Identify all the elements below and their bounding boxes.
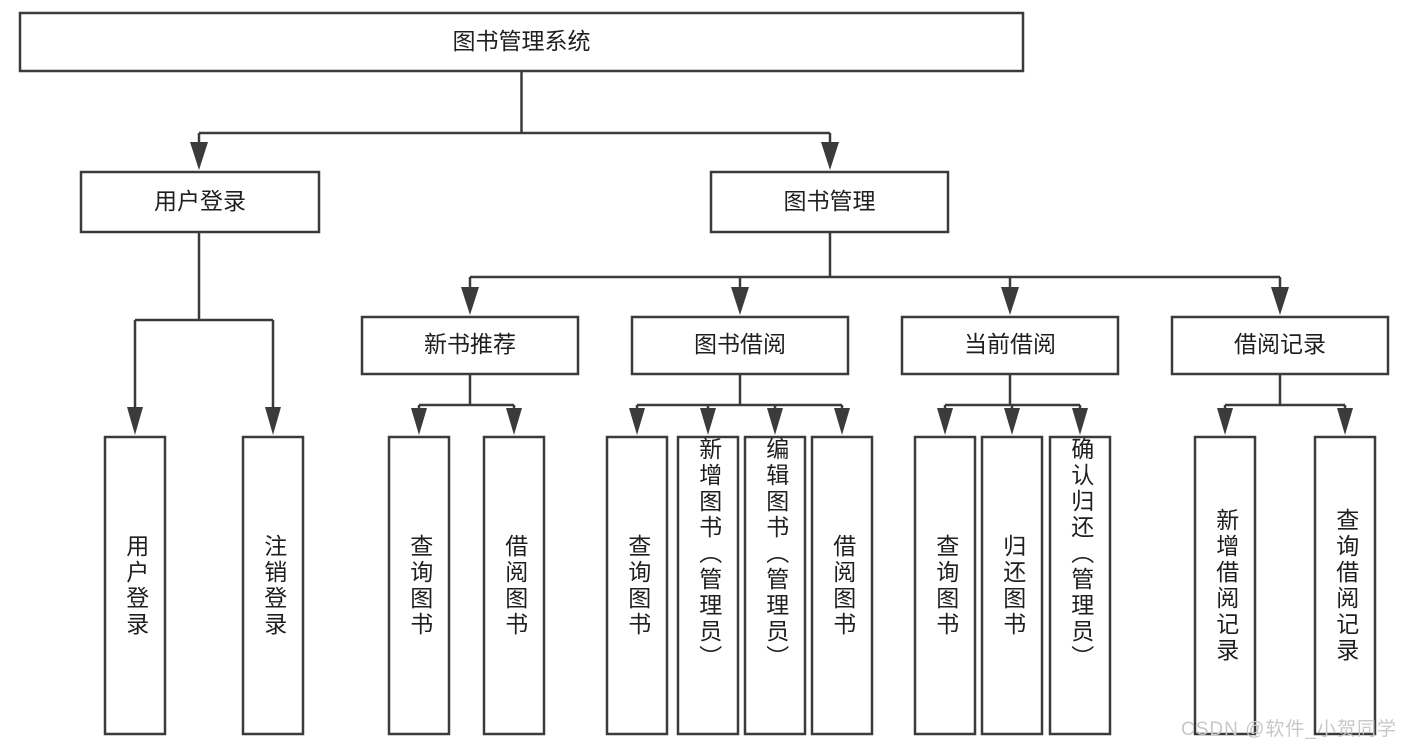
arrow-head-new-book-recommend: [461, 287, 479, 315]
node-root[interactable]: 图书管理系统: [18, 11, 1025, 73]
leaf-box-borrow-book-2[interactable]: [810, 435, 874, 736]
csdn-watermark: CSDN @软件_小贺同学: [1181, 719, 1397, 740]
node-new-book-recommend-label: 新书推荐: [424, 331, 516, 357]
node-current-borrow[interactable]: 当前借阅: [900, 315, 1120, 376]
arrow-head-leaf-add-book: [700, 408, 716, 435]
node-book-manage-box[interactable]: [709, 170, 950, 234]
node-book-borrow-box[interactable]: [630, 315, 850, 376]
arrow-head-leaf-query-book-1: [411, 408, 427, 435]
node-book-manage[interactable]: 图书管理: [709, 170, 950, 234]
arrow-head-leaf-borrow-book-1: [506, 408, 522, 435]
arrow-head-current-borrow: [1001, 287, 1019, 315]
leaf-box-borrow-book-1[interactable]: [482, 435, 546, 736]
connector-group-user-login: [127, 232, 281, 435]
leaf-box-query-record[interactable]: [1313, 435, 1377, 736]
connector-group-root: [190, 71, 839, 170]
leaf-box-edit-book[interactable]: [743, 435, 807, 736]
arrow-head-book-manage: [821, 142, 839, 170]
leaf-box-query-book-1[interactable]: [387, 435, 451, 736]
arrow-head-leaf-query-record: [1337, 408, 1353, 435]
arrow-head-leaf-confirm-return: [1072, 408, 1088, 435]
arrow-head-user-login: [190, 142, 208, 170]
leaf-box-add-book[interactable]: [676, 435, 740, 736]
node-borrow-record-box[interactable]: [1170, 315, 1390, 376]
leaf-box-query-book-2[interactable]: [605, 435, 669, 736]
node-new-book-recommend-box[interactable]: [360, 315, 580, 376]
leaf-box-return-book[interactable]: [980, 435, 1044, 736]
arrow-head-book-borrow: [731, 287, 749, 315]
arrow-head-leaf-return-book: [1004, 408, 1020, 435]
arrow-head-borrow-record: [1271, 287, 1289, 315]
connector-group-book-borrow: [629, 374, 850, 435]
connector-group-new-book-recommend: [411, 374, 522, 435]
connector-group-borrow-record: [1217, 374, 1353, 435]
node-current-borrow-box[interactable]: [900, 315, 1120, 376]
arrow-head-leaf-add-record: [1217, 408, 1233, 435]
leaf-box-user-login[interactable]: [103, 435, 167, 736]
node-borrow-record[interactable]: 借阅记录: [1170, 315, 1390, 376]
leaf-box-group: [103, 435, 1377, 736]
arrow-head-leaf-query-book-3: [937, 408, 953, 435]
node-current-borrow-label: 当前借阅: [964, 331, 1056, 357]
node-new-book-recommend[interactable]: 新书推荐: [360, 315, 580, 376]
arrow-head-leaf-borrow-book-2: [834, 408, 850, 435]
leaf-box-confirm-return[interactable]: [1048, 435, 1112, 736]
arrow-head-leaf-query-book-2: [629, 408, 645, 435]
node-borrow-record-label: 借阅记录: [1234, 331, 1326, 357]
node-root-label: 图书管理系统: [453, 28, 591, 54]
leaf-box-query-book-3[interactable]: [913, 435, 977, 736]
connector-group-current-borrow: [937, 374, 1088, 435]
node-book-borrow-label: 图书借阅: [694, 331, 786, 357]
node-user-login[interactable]: 用户登录: [79, 170, 321, 234]
arrow-head-leaf-user-login: [127, 407, 143, 435]
connector-group-book-manage: [461, 232, 1289, 315]
arrow-head-leaf-edit-book: [767, 408, 783, 435]
node-user-login-box[interactable]: [79, 170, 321, 234]
leaf-box-add-record[interactable]: [1193, 435, 1257, 736]
node-book-borrow[interactable]: 图书借阅: [630, 315, 850, 376]
arrow-head-leaf-logout: [265, 407, 281, 435]
node-book-manage-label: 图书管理: [784, 188, 876, 214]
leaf-box-logout[interactable]: [241, 435, 305, 736]
node-user-login-label: 用户登录: [154, 188, 246, 214]
node-root-box[interactable]: [18, 11, 1025, 73]
